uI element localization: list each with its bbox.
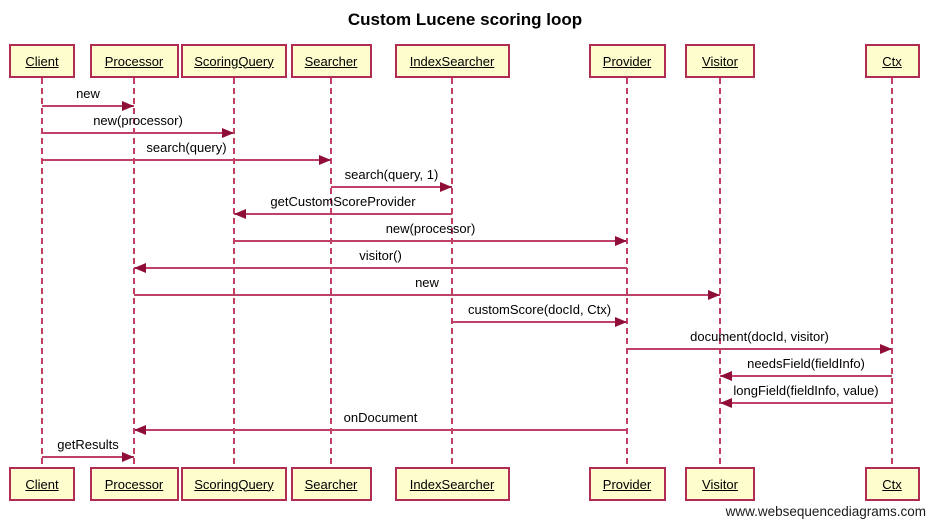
actor-label-visitor: Visitor	[702, 53, 738, 69]
message-line-3	[331, 186, 452, 188]
actor-label-scoringquery: ScoringQuery	[194, 476, 274, 492]
arrowhead-icon	[615, 317, 627, 327]
message-label-1: new(processor)	[93, 113, 183, 128]
message-line-5	[234, 240, 627, 242]
actor-label-client: Client	[25, 476, 59, 492]
actor-label-searcher: Searcher	[304, 476, 358, 492]
lifeline-searcher	[330, 78, 332, 467]
message-line-13	[42, 456, 134, 458]
actor-label-scoringquery: ScoringQuery	[194, 53, 274, 69]
lifeline-ctx	[891, 78, 893, 467]
actor-box-top-scoringquery: ScoringQuery	[181, 44, 287, 78]
message-label-4: getCustomScoreProvider	[270, 194, 416, 209]
message-label-9: document(docId, visitor)	[690, 329, 829, 344]
arrowhead-icon	[319, 155, 331, 165]
watermark-url: www.websequencediagrams.com	[725, 504, 926, 519]
message-line-2	[42, 159, 331, 161]
message-label-5: new(processor)	[385, 221, 476, 236]
message-label-8: customScore(docId, Ctx)	[467, 302, 612, 317]
message-label-2: search(query)	[146, 140, 227, 155]
arrowhead-icon	[134, 263, 146, 273]
message-label-3: search(query, 1)	[344, 167, 439, 182]
message-label-10: needsField(fieldInfo)	[747, 356, 865, 371]
actor-label-provider: Provider	[602, 53, 652, 69]
actor-label-ctx: Ctx	[882, 476, 902, 492]
actor-box-bottom-processor: Processor	[89, 467, 179, 501]
actor-label-ctx: Ctx	[882, 53, 902, 69]
message-label-11: longField(fieldInfo, value)	[733, 383, 879, 398]
message-line-12	[134, 429, 627, 431]
actor-box-top-indexsearcher: IndexSearcher	[394, 44, 510, 78]
arrowhead-icon	[222, 128, 234, 138]
actor-box-bottom-provider: Provider	[588, 467, 666, 501]
actor-box-top-visitor: Visitor	[685, 44, 755, 78]
message-label-7: new	[415, 275, 439, 290]
arrowhead-icon	[440, 182, 452, 192]
actor-box-bottom-visitor: Visitor	[685, 467, 755, 501]
arrowhead-icon	[234, 209, 246, 219]
actor-box-bottom-indexsearcher: IndexSearcher	[394, 467, 510, 501]
lifeline-scoringquery	[233, 78, 235, 467]
arrowhead-icon	[708, 290, 720, 300]
lifeline-indexsearcher	[451, 78, 453, 467]
actor-box-top-ctx: Ctx	[864, 44, 920, 78]
arrowhead-icon	[122, 452, 134, 462]
actor-box-bottom-client: Client	[9, 467, 75, 501]
message-label-12: onDocument	[343, 410, 418, 425]
message-line-11	[720, 402, 892, 404]
actor-box-top-processor: Processor	[89, 44, 179, 78]
diagram-title: Custom Lucene scoring loop	[347, 10, 583, 29]
message-line-10	[720, 375, 892, 377]
message-label-13: getResults	[57, 437, 119, 452]
message-line-4	[234, 213, 452, 215]
message-line-0	[42, 105, 134, 107]
actor-label-indexsearcher: IndexSearcher	[409, 476, 495, 492]
lifeline-visitor	[719, 78, 721, 467]
arrowhead-icon	[720, 371, 732, 381]
lifeline-provider	[626, 78, 628, 467]
message-line-9	[627, 348, 892, 350]
actor-box-bottom-scoringquery: ScoringQuery	[181, 467, 287, 501]
arrowhead-icon	[134, 425, 146, 435]
message-line-7	[134, 294, 720, 296]
actor-label-client: Client	[25, 53, 59, 69]
actor-box-bottom-searcher: Searcher	[290, 467, 372, 501]
lifeline-client	[41, 78, 43, 467]
message-line-8	[452, 321, 627, 323]
actor-label-visitor: Visitor	[702, 476, 738, 492]
actor-label-processor: Processor	[104, 53, 164, 69]
message-label-6: visitor()	[359, 248, 402, 263]
actor-label-indexsearcher: IndexSearcher	[409, 53, 495, 69]
actor-box-top-searcher: Searcher	[290, 44, 372, 78]
actor-label-searcher: Searcher	[304, 53, 358, 69]
arrowhead-icon	[720, 398, 732, 408]
actor-box-bottom-ctx: Ctx	[864, 467, 920, 501]
arrowhead-icon	[122, 101, 134, 111]
arrowhead-icon	[880, 344, 892, 354]
message-line-1	[42, 132, 234, 134]
actor-label-processor: Processor	[104, 476, 164, 492]
message-line-6	[134, 267, 627, 269]
actor-label-provider: Provider	[602, 476, 652, 492]
arrowhead-icon	[615, 236, 627, 246]
actor-box-top-provider: Provider	[588, 44, 666, 78]
message-label-0: new	[76, 86, 100, 101]
actor-box-top-client: Client	[9, 44, 75, 78]
